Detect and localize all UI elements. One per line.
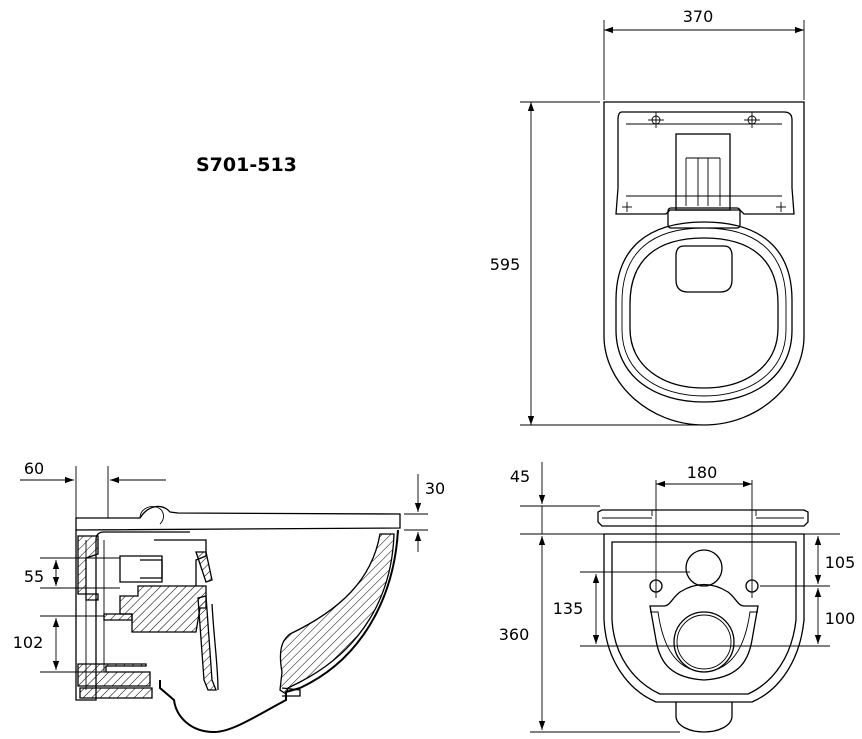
dim-105: 105: [825, 553, 856, 572]
dim-360: 360: [499, 625, 530, 644]
bowl-outlet: [675, 245, 733, 293]
dim-55: 55: [24, 567, 44, 586]
rear-wall: [75, 530, 190, 701]
rear-base-section: [77, 663, 151, 687]
dim-135: 135: [553, 599, 584, 618]
dim-width-370: 370: [683, 7, 714, 26]
dim-30: 30: [425, 479, 445, 498]
dim-length-595: 595: [490, 255, 521, 274]
top-view: 370 595: [490, 7, 805, 426]
seat-lid: [75, 505, 401, 531]
seat-outer: [615, 221, 793, 403]
front-outlet: [675, 702, 733, 733]
side-view: 60 30 55 102: [13, 459, 445, 734]
top-view-outline: [603, 101, 805, 426]
outlet-circle: [673, 611, 735, 673]
tank-plate: [615, 111, 795, 215]
bowl-outer-profile: [159, 529, 399, 734]
dim-45: 45: [510, 467, 530, 486]
bowl-wall-section: [279, 533, 395, 696]
inlet-pipe: [119, 555, 163, 583]
flush-block: [675, 133, 731, 211]
dim-100: 100: [825, 609, 856, 628]
dim-102: 102: [13, 633, 44, 652]
bowl-opening: [629, 237, 779, 389]
dim-60: 60: [24, 459, 44, 478]
seat-hinge: [667, 207, 741, 229]
dim-180: 180: [687, 463, 718, 482]
rear-section-upper: [77, 535, 99, 601]
front-pan-outline: [603, 533, 805, 703]
outlet-section: [119, 585, 207, 633]
fixing-hole-marks: [622, 112, 786, 212]
inlet-circle: [685, 549, 723, 587]
front-seat: [597, 509, 809, 527]
model-title: S701-513: [196, 154, 297, 176]
front-view: 180 45 360 135 105 100: [499, 462, 856, 733]
rear-recess: [649, 583, 759, 681]
